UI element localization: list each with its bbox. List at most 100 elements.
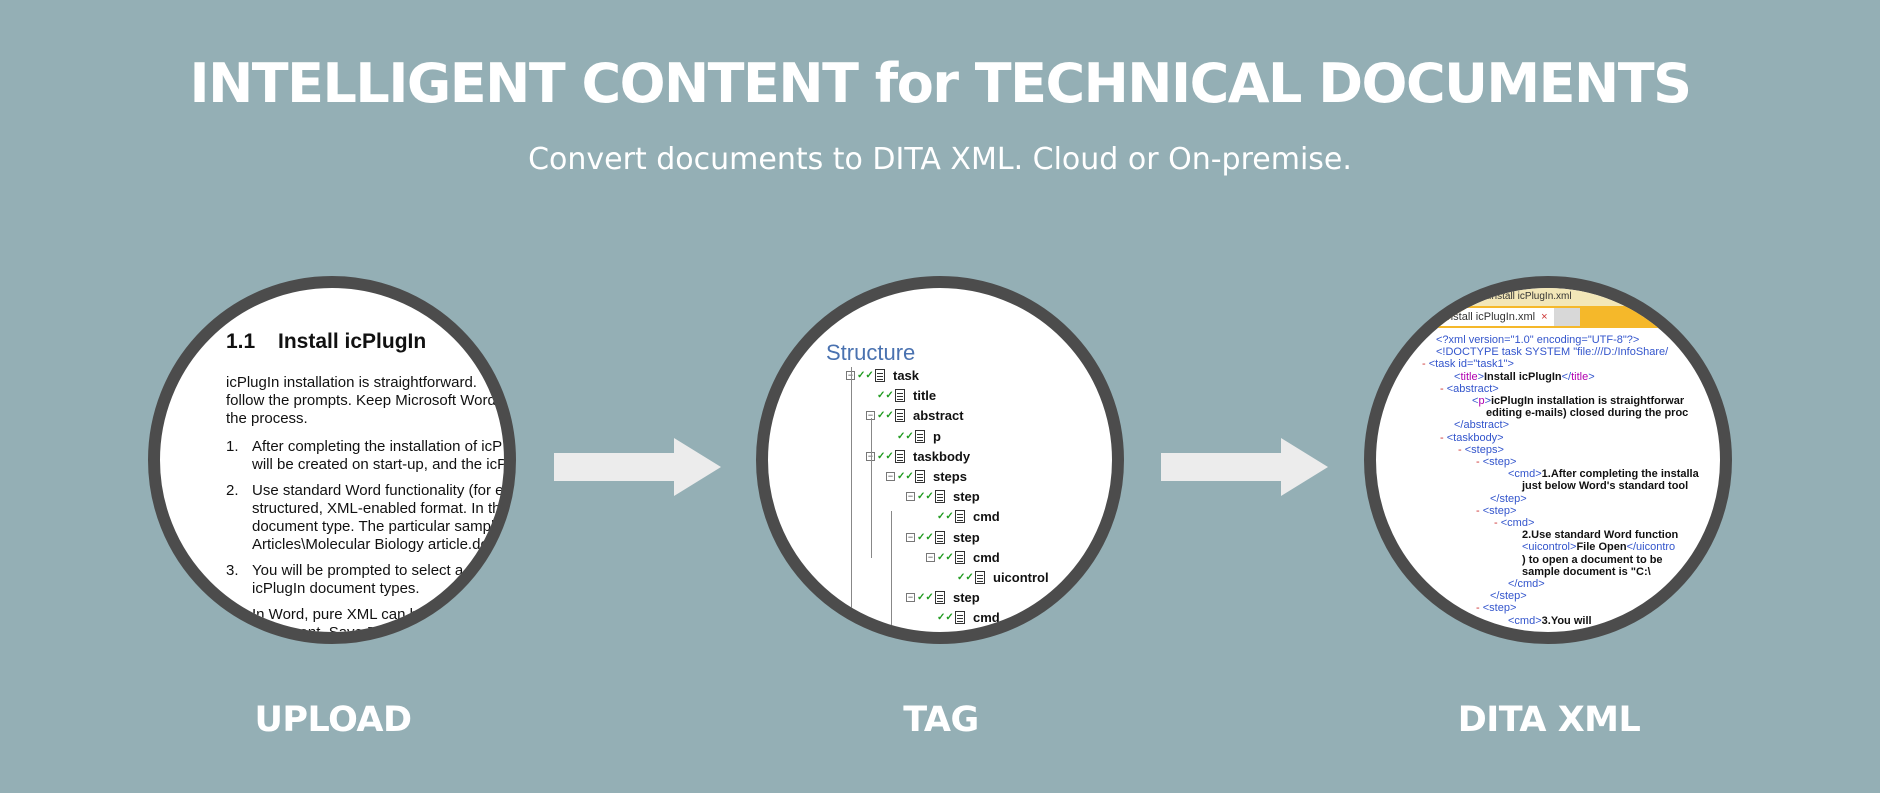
document-heading-number: 1.1 <box>226 330 256 353</box>
xml-text-content: sample document is "C:\ <box>1522 565 1651 578</box>
document-intro-line: the process. <box>226 410 308 427</box>
tree-node-abstract[interactable]: −✓✓abstract <box>866 407 964 425</box>
tree-node-cmd[interactable]: ✓✓cmd <box>926 609 1000 627</box>
document-list-line: You will be prompted to select a ta <box>252 562 480 579</box>
tree-node-label: cmd <box>973 549 1000 565</box>
element-page-icon <box>895 389 905 403</box>
xml-markup: </abstract> <box>1454 419 1510 432</box>
xml-markup: <cmd> <box>1500 517 1535 529</box>
xml-code-line: - <step> <box>1476 505 1516 517</box>
tree-node-p[interactable]: ✓✓p <box>886 428 941 446</box>
tree-node-title[interactable]: ✓✓title <box>866 387 936 405</box>
validated-check-icon: ✓✓ <box>897 430 914 442</box>
tag-preview-circle: Structure −✓✓task✓✓title−✓✓abstract✓✓p−✓… <box>756 276 1124 644</box>
collapse-toggle-icon[interactable]: − <box>926 551 935 562</box>
tree-node-label: taskbody <box>913 448 971 464</box>
collapse-toggle-icon[interactable]: − <box>846 371 855 381</box>
xml-markup: > <box>1484 395 1491 407</box>
tree-node-label: title <box>913 388 937 404</box>
collapse-marker-icon[interactable]: - <box>1476 504 1483 517</box>
xml-file-tab-label: Install icPlugIn.xml <box>1444 311 1536 323</box>
tree-guide-line <box>871 418 872 558</box>
document-list-line: Document, Save Data Onl <box>252 624 427 641</box>
element-page-icon <box>935 530 945 544</box>
tree-node-step[interactable]: −✓✓ step <box>906 630 980 644</box>
tree-connector <box>926 613 935 622</box>
xml-code-line: <p>icPlugIn installation is straightforw… <box>1472 395 1684 407</box>
tree-connector <box>866 391 875 400</box>
xml-code-line: <!DOCTYPE task SYSTEM "file:///D:/InfoSh… <box>1436 346 1668 358</box>
collapse-toggle-icon[interactable]: − <box>866 451 875 461</box>
document-list-number: 3. <box>226 562 239 579</box>
collapse-marker-icon[interactable]: - <box>1476 602 1483 615</box>
xml-code-line: <cmd>1.After completing the installa <box>1508 468 1699 480</box>
collapse-marker-icon[interactable]: - <box>1422 358 1429 371</box>
xml-preview-circle: C:\Install icPlugIn.xml Install icPlugIn… <box>1364 276 1732 644</box>
tree-node-step[interactable]: −✓✓step <box>906 529 980 547</box>
tree-node-step[interactable]: −✓✓step <box>906 589 980 607</box>
xml-code-line: - <step> <box>1476 602 1516 614</box>
collapse-marker-icon[interactable]: - <box>1458 443 1465 456</box>
xml-code-line: </abstract> <box>1454 419 1509 431</box>
collapse-marker-icon[interactable]: - <box>1440 431 1447 444</box>
xml-inactive-tab[interactable] <box>1554 308 1580 326</box>
collapse-toggle-icon[interactable]: − <box>886 471 895 482</box>
document-intro-line: icPlugIn installation is straightforward… <box>226 374 477 391</box>
xml-code-line: ) to open a document to be <box>1522 554 1663 566</box>
tree-node-label: task <box>893 368 920 384</box>
document-list-line: will be created on start-up, and the icP <box>252 456 508 473</box>
document-intro: icPlugIn installation is straightforward… <box>226 374 496 428</box>
tree-node-label: step <box>953 630 980 644</box>
xml-code-line: sample document is "C:\ <box>1522 566 1651 578</box>
xml-file-tab[interactable]: Install icPlugIn.xml × <box>1436 308 1556 326</box>
collapse-toggle-icon[interactable]: − <box>907 632 914 643</box>
xml-markup: <?xml version="1.0" encoding="UTF-8"?> <box>1436 334 1640 346</box>
tree-node-steps[interactable]: −✓✓ steps <box>886 468 967 486</box>
xml-markup: < <box>1472 395 1479 407</box>
tree-node-taskbody[interactable]: −✓✓taskbody <box>866 448 970 466</box>
xml-markup: title <box>1571 370 1589 383</box>
xml-window-titlebar: C:\Install icPlugIn.xml <box>1376 288 1720 306</box>
xml-markup: </step> <box>1490 492 1527 505</box>
xml-markup: <uicontrol> <box>1522 541 1577 554</box>
collapse-toggle-icon[interactable]: − <box>906 491 915 502</box>
xml-code-line: <uicontrol>File Open</uicontro <box>1522 541 1675 553</box>
collapse-toggle-icon[interactable]: − <box>866 410 875 421</box>
tree-node-cmd[interactable]: −✓✓cmd <box>926 549 1000 567</box>
document-list-line: Articles\Molecular Biology article.doc <box>252 536 497 553</box>
collapse-toggle-icon[interactable]: − <box>906 592 915 603</box>
tree-node-cmd[interactable]: ✓✓cmd <box>926 508 1000 526</box>
validated-check-icon: ✓✓ <box>897 471 914 483</box>
tree-node-label: step <box>953 529 980 545</box>
tree-node-label: abstract <box>913 408 964 424</box>
tree-node-uicontrol[interactable]: ✓✓uicontrol <box>946 569 1049 587</box>
validated-check-icon: ✓✓ <box>857 370 874 382</box>
xml-markup: <taskbody> <box>1446 431 1504 444</box>
element-page-icon <box>895 409 905 423</box>
tree-node-task[interactable]: −✓✓ task <box>846 367 919 385</box>
structure-title: Structure <box>826 340 916 365</box>
document-list-line: In Word, pure XML can be obt <box>252 606 452 623</box>
tree-connector <box>926 512 935 521</box>
document-list-number: 2. <box>226 482 239 499</box>
tree-node-step[interactable]: −✓✓step <box>906 488 980 506</box>
tree-node-label: step <box>953 590 980 606</box>
document-intro-line: follow the prompts. Keep Microsoft Word <box>226 392 496 409</box>
xml-markup: </step> <box>1490 590 1527 603</box>
collapse-marker-icon[interactable]: - <box>1494 517 1501 529</box>
validated-check-icon: ✓✓ <box>917 632 934 644</box>
page-subtitle: Convert documents to DITA XML. Cloud or … <box>528 142 1352 177</box>
tree-node-label: steps <box>933 469 967 485</box>
close-icon[interactable]: × <box>1541 311 1548 323</box>
xml-text-content: 2.Use standard Word function <box>1522 529 1679 542</box>
xml-code-line: - <abstract> <box>1440 383 1499 395</box>
element-page-icon <box>935 631 945 632</box>
xml-text-content: editing e-mails) closed during the proc <box>1486 407 1689 420</box>
collapse-marker-icon[interactable]: - <box>1476 456 1483 468</box>
collapse-marker-icon[interactable]: - <box>1440 382 1447 395</box>
document-list-line: document type. The particular sample <box>252 518 503 535</box>
tree-guide-line <box>891 511 892 632</box>
collapse-toggle-icon[interactable]: − <box>906 531 915 542</box>
